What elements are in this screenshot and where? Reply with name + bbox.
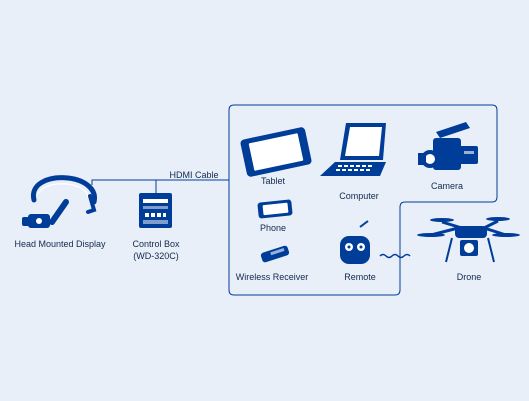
label-control-box: Control Box bbox=[132, 239, 180, 249]
label-phone: Phone bbox=[259, 223, 287, 233]
tablet-icon bbox=[240, 127, 312, 177]
label-camera: Camera bbox=[430, 181, 464, 191]
drone-icon bbox=[417, 217, 520, 263]
label-control-box-model: (WD-320C) bbox=[133, 251, 179, 261]
label-drone: Drone bbox=[456, 272, 482, 282]
label-tablet: Tablet bbox=[260, 176, 286, 186]
control-box-icon bbox=[139, 193, 172, 228]
connection-lines bbox=[91, 104, 498, 296]
wireless-signal-icon bbox=[379, 253, 411, 259]
label-hdmi-cable: HDMI Cable bbox=[169, 170, 219, 180]
headset-cable bbox=[91, 179, 157, 193]
laptop-icon bbox=[320, 123, 386, 176]
label-head-mounted-display: Head Mounted Display bbox=[14, 239, 106, 249]
receiver-icon bbox=[260, 245, 290, 263]
label-remote: Remote bbox=[344, 272, 376, 282]
phone-icon bbox=[257, 199, 293, 219]
label-computer: Computer bbox=[339, 191, 379, 201]
headset-icon bbox=[22, 175, 97, 228]
camcorder-icon bbox=[418, 122, 478, 170]
remote-icon bbox=[340, 220, 370, 264]
device-group-outline bbox=[228, 104, 498, 296]
label-wireless-receiver: Wireless Receiver bbox=[235, 272, 309, 282]
